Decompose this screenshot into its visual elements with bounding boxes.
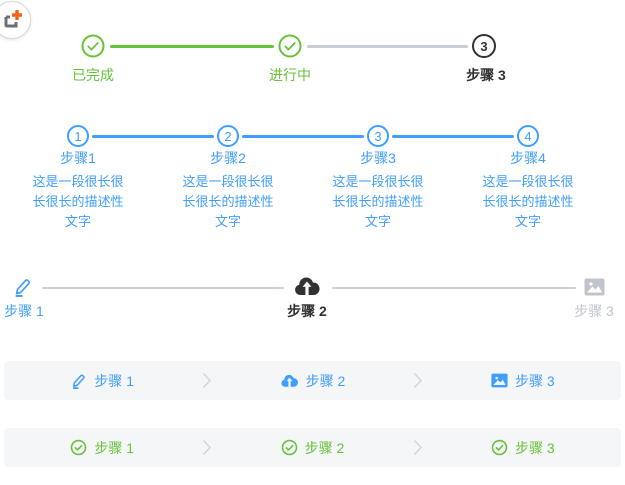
circle-check-icon xyxy=(281,439,298,456)
step-line xyxy=(92,135,214,138)
step-number-text: 3 xyxy=(374,128,382,144)
step-number-text: 4 xyxy=(524,128,532,144)
bar-step-item: 步骤 3 xyxy=(425,438,621,458)
step-title: 步骤 2 xyxy=(305,372,346,389)
step-title: 步骤 1 xyxy=(94,439,134,456)
screenshot-capture-icon xyxy=(0,8,24,32)
steps-bar-simple: 步骤 1 步骤 2 步骤 3 xyxy=(4,361,621,400)
step-title: 步骤1 xyxy=(60,150,96,166)
step-line xyxy=(242,135,364,138)
bar-step-item: 步骤 1 xyxy=(4,438,200,458)
step-title: 步骤 3 xyxy=(574,303,614,319)
upload-cloud-icon xyxy=(293,275,321,298)
step-number: 3 xyxy=(367,125,389,147)
chevron-right-icon xyxy=(200,372,214,389)
edit-icon xyxy=(12,276,33,297)
step-line xyxy=(110,45,274,48)
bar-step-item: 步骤 2 xyxy=(214,438,410,458)
check-icon xyxy=(81,34,105,58)
chevron-right-icon xyxy=(411,372,425,389)
step-title: 步骤4 xyxy=(510,150,546,166)
edit-icon xyxy=(70,372,87,389)
step-description: 这是一段很长很长很长的描述性文字 xyxy=(482,174,574,229)
step-title: 进行中 xyxy=(269,67,311,83)
step-title: 步骤 3 xyxy=(466,67,506,83)
step-title: 已完成 xyxy=(72,67,114,83)
step-title: 步骤 3 xyxy=(514,372,555,389)
steps-bar-success: 步骤 1 步骤 2 步骤 3 xyxy=(4,428,621,467)
step-item xyxy=(278,34,302,58)
step-title: 步骤3 xyxy=(360,150,396,166)
step-number: 2 xyxy=(217,125,239,147)
step-number-text: 2 xyxy=(224,128,232,144)
circle-check-icon xyxy=(70,439,87,456)
capture-button[interactable] xyxy=(0,1,31,39)
step-number-text: 3 xyxy=(480,38,488,54)
check-icon xyxy=(278,34,302,58)
chevron-right-icon xyxy=(411,439,425,456)
step-title: 步骤 1 xyxy=(94,372,134,389)
step-title: 步骤 2 xyxy=(287,303,327,319)
step-item xyxy=(81,34,105,58)
picture-icon xyxy=(491,373,508,388)
bar-step-item: 步骤 1 xyxy=(4,371,200,391)
circle-check-icon xyxy=(491,439,508,456)
upload-cloud-icon xyxy=(280,373,299,389)
step-title: 步骤 2 xyxy=(304,439,345,456)
step-description: 这是一段很长很长很长的描述性文字 xyxy=(32,174,124,229)
step-number: 4 xyxy=(517,125,539,147)
picture-icon xyxy=(584,278,605,296)
step-number: 1 xyxy=(67,125,89,147)
step-title: 步骤2 xyxy=(210,150,246,166)
step-title: 步骤 1 xyxy=(4,303,44,319)
chevron-right-icon xyxy=(200,439,214,456)
step-number-text: 1 xyxy=(74,128,82,144)
step-line xyxy=(392,135,514,138)
step-description: 这是一段很长很长很长的描述性文字 xyxy=(182,174,274,229)
bar-step-item: 步骤 3 xyxy=(425,371,621,391)
step-line xyxy=(332,287,576,289)
step-line xyxy=(42,287,284,289)
step-line xyxy=(307,45,468,48)
bar-step-item: 步骤 2 xyxy=(214,371,410,391)
step-title: 步骤 3 xyxy=(514,439,555,456)
step-number: 3 xyxy=(472,34,496,58)
step-description: 这是一段很长很长很长的描述性文字 xyxy=(332,174,424,229)
